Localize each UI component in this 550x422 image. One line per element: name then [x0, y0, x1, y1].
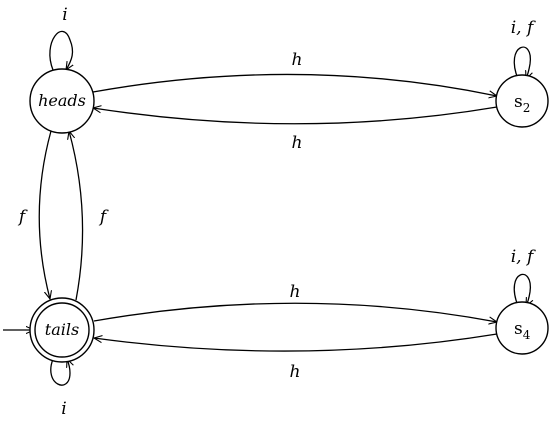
edge-tails-to-s4 — [93, 302, 497, 322]
loop-s4 — [513, 273, 530, 306]
state-s2: s2 — [495, 74, 549, 128]
edge-tails-to-heads — [69, 131, 84, 301]
label-tails-loop: i — [61, 399, 66, 419]
loop-s2 — [513, 46, 530, 79]
label-heads-loop: i — [62, 5, 67, 25]
label-s2-loop: i, f — [511, 18, 536, 38]
label-heads-to-s2: h — [292, 50, 303, 70]
label-s4-loop: i, f — [511, 247, 536, 267]
state-s2-label: s2 — [514, 92, 530, 115]
state-heads-label: heads — [38, 91, 86, 110]
state-heads: heads — [29, 68, 95, 134]
state-s4-label: s4 — [514, 319, 531, 342]
state-s4: s4 — [495, 301, 549, 355]
loop-heads — [49, 30, 73, 70]
label-s2-to-heads: h — [292, 133, 303, 153]
edge-heads-to-s2 — [92, 73, 497, 96]
label-tails-to-s4: h — [290, 282, 301, 302]
label-s4-to-tails: h — [290, 362, 301, 382]
loop-tails — [50, 359, 70, 386]
label-tails-to-heads: f — [98, 207, 109, 227]
edge-heads-to-tails — [38, 130, 51, 299]
state-tails: tails — [29, 297, 95, 363]
label-heads-to-tails: f — [17, 207, 28, 227]
state-tails-label: tails — [45, 320, 79, 339]
accepting-ring — [34, 302, 90, 358]
edge-s4-to-tails — [94, 333, 498, 352]
edge-s2-to-heads — [93, 107, 498, 125]
